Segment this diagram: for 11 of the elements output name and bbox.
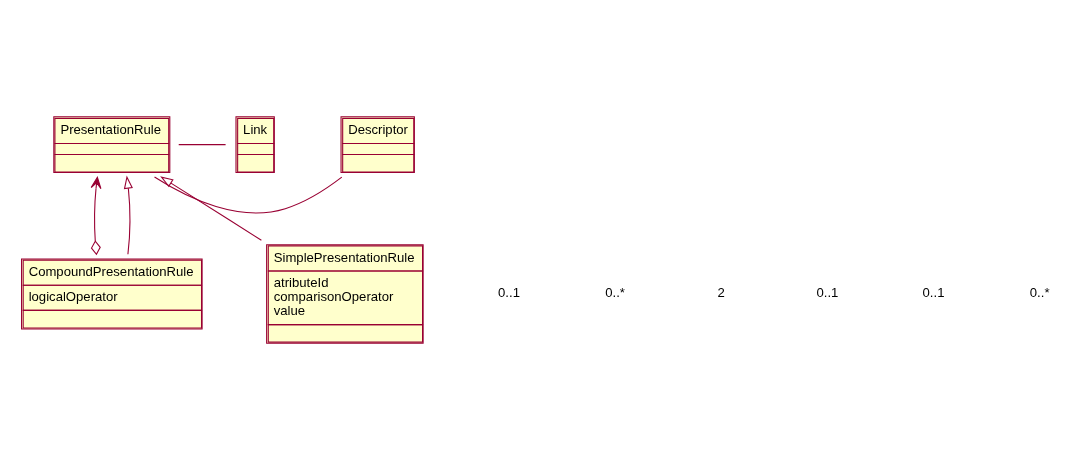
- label: 0..1: [816, 284, 839, 300]
- arrow: [123, 175, 133, 255]
- label: 0..*: [605, 284, 625, 300]
- label: 0..*: [1029, 284, 1050, 300]
- label: 0..1: [922, 284, 945, 300]
- arrow: [90, 176, 102, 255]
- label: 0..1: [498, 284, 520, 300]
- connector: [178, 143, 227, 145]
- arrow: [160, 175, 262, 241]
- label: 2: [717, 284, 725, 300]
- connector: [153, 175, 343, 213]
